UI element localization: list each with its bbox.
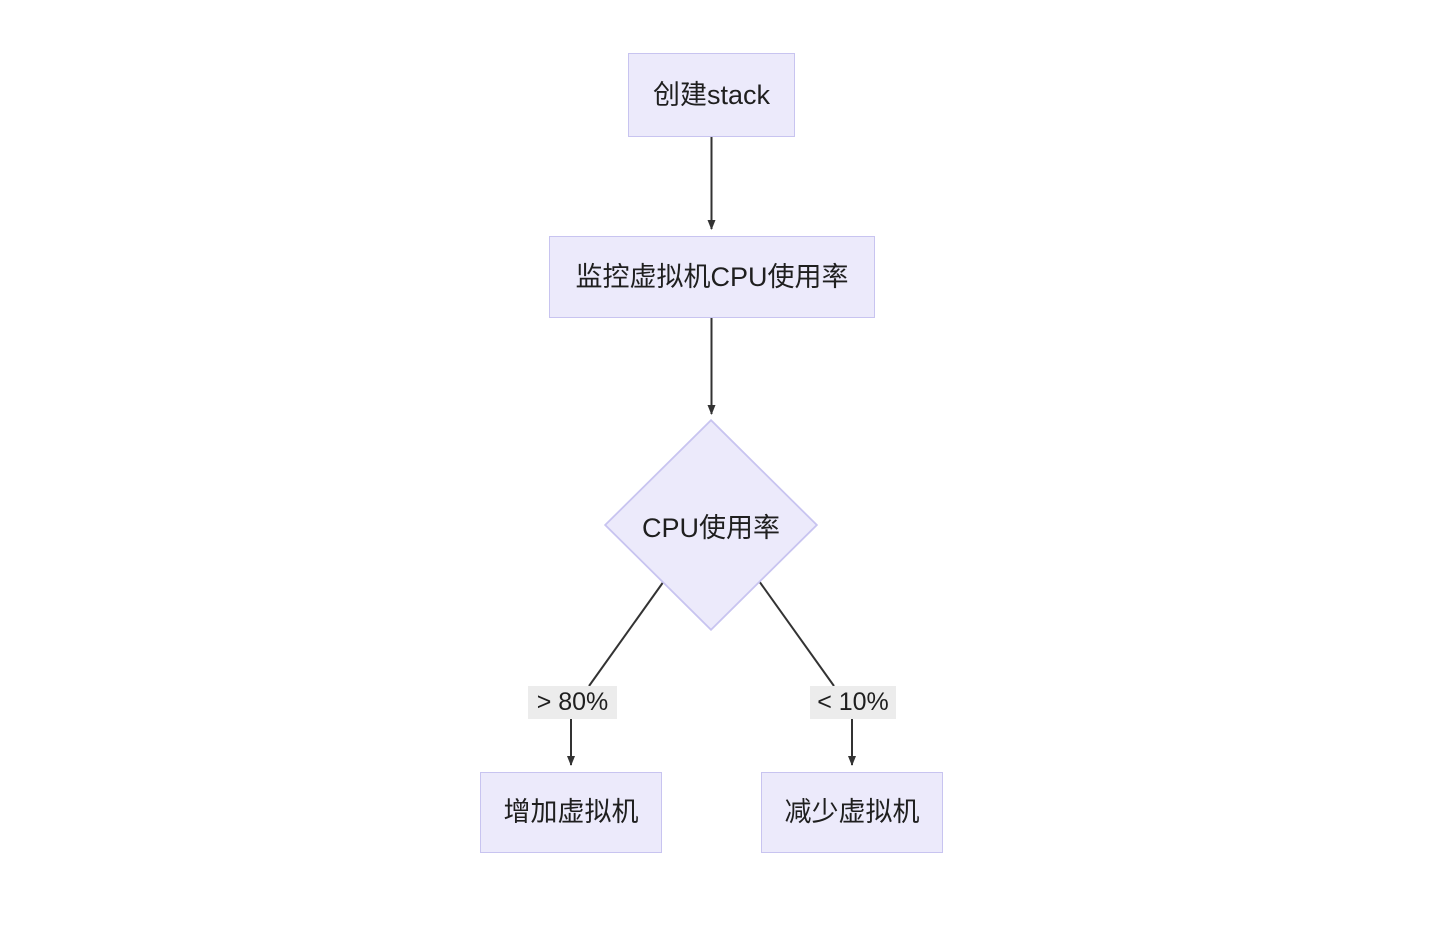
node-label: 监控虚拟机CPU使用率 [575, 261, 849, 292]
flowchart-node-create-stack[interactable]: 创建stack [628, 53, 795, 137]
flowchart-node-scale-down[interactable]: 减少虚拟机 [761, 772, 943, 853]
edge-label-low-cpu: < 10% [810, 686, 896, 719]
edge-label-high-cpu: > 80% [528, 686, 617, 719]
flowchart-node-decision-cpu[interactable]: CPU使用率 [604, 419, 818, 631]
flowchart-node-monitor-cpu[interactable]: 监控虚拟机CPU使用率 [549, 236, 875, 318]
flowchart-node-scale-up[interactable]: 增加虚拟机 [480, 772, 662, 853]
node-label: 减少虚拟机 [784, 797, 920, 828]
node-label: CPU使用率 [641, 512, 780, 543]
diamond-shape-icon [604, 419, 818, 631]
node-label: 增加虚拟机 [503, 797, 639, 828]
node-label: 创建stack [652, 79, 771, 110]
